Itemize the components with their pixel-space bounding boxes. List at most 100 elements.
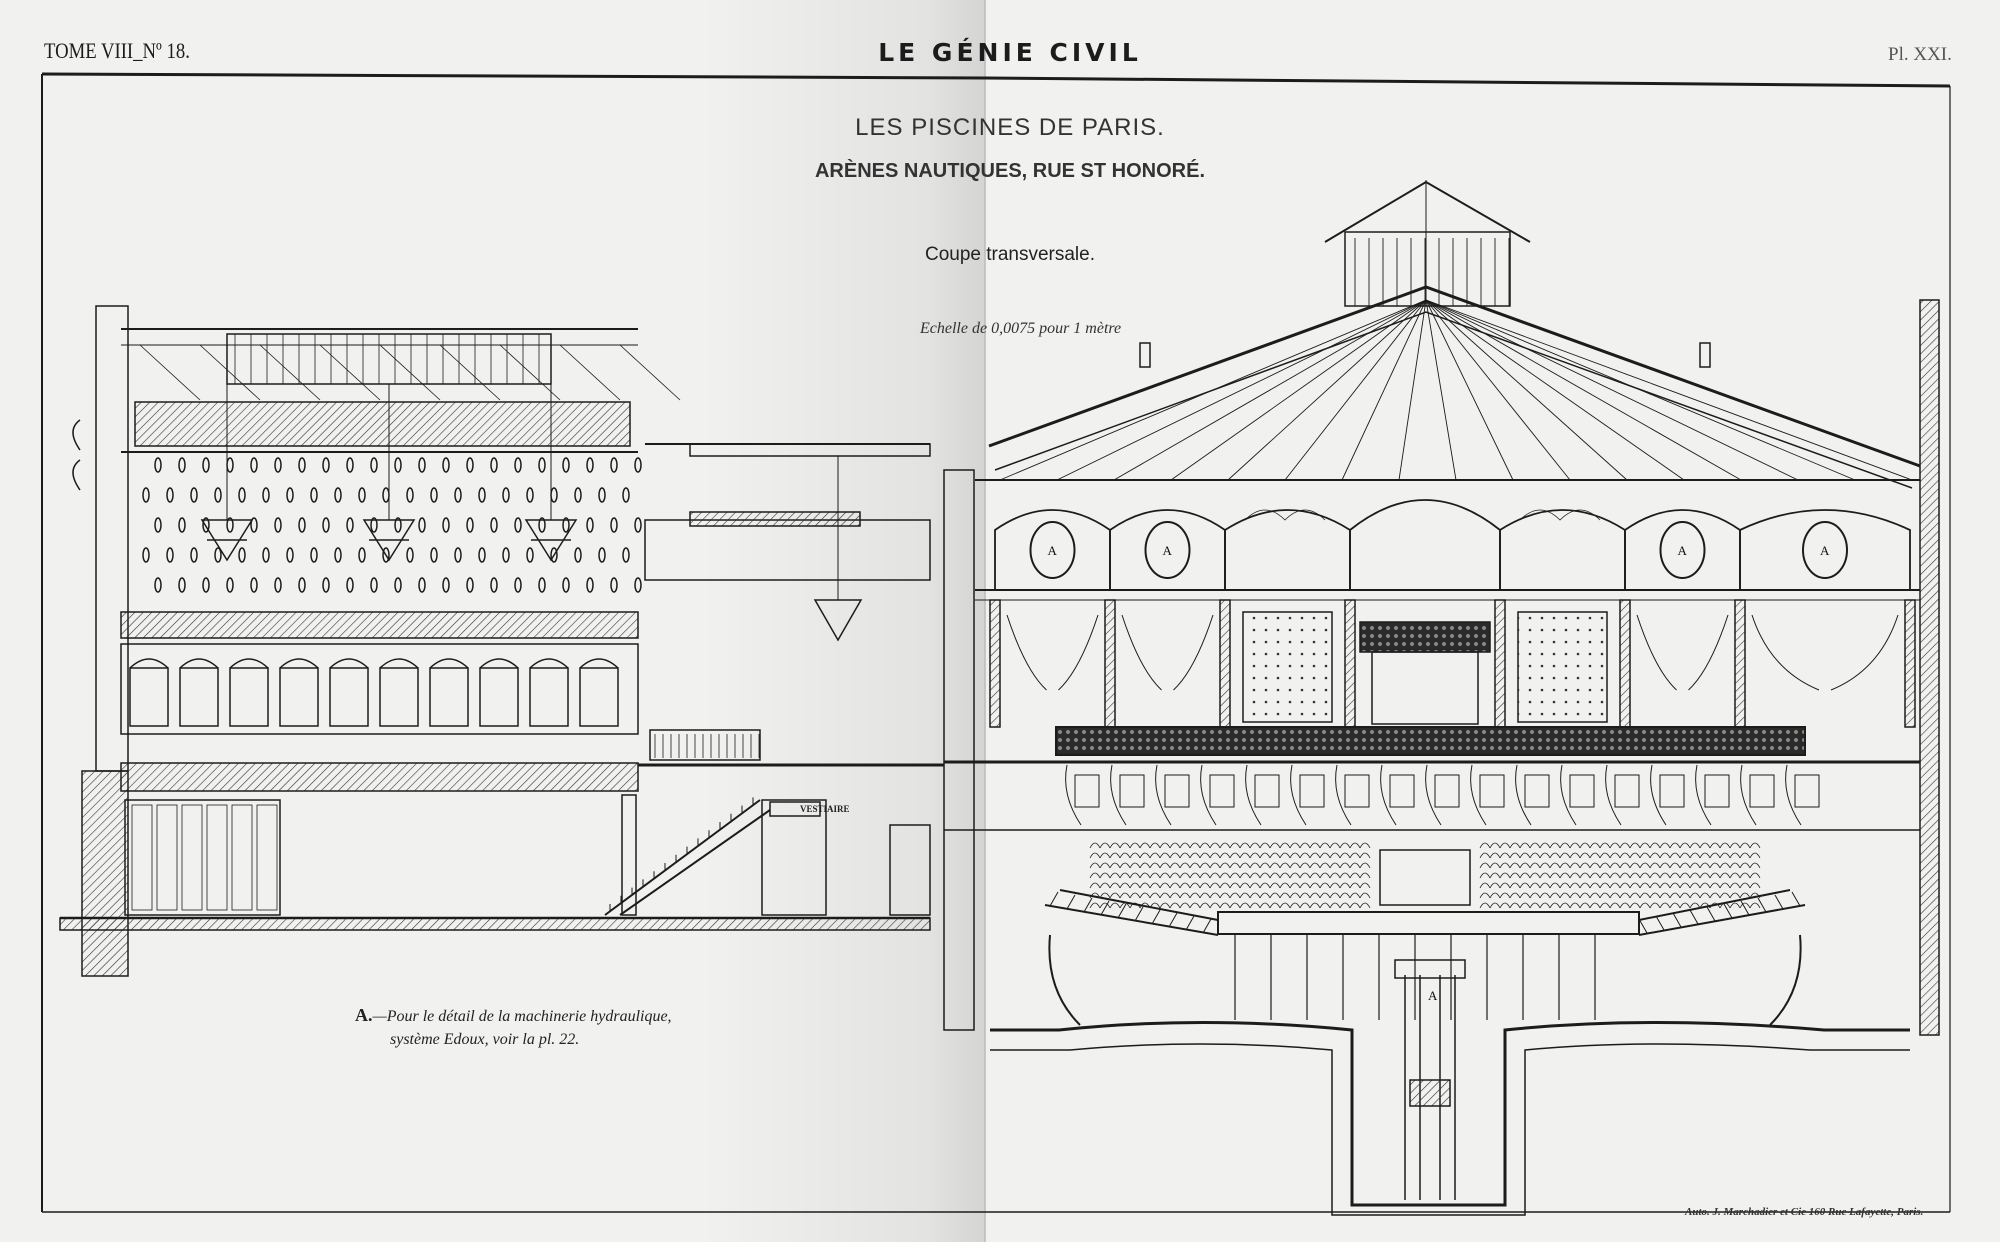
seat	[1659, 862, 1671, 869]
seat	[1749, 882, 1761, 889]
seat	[1199, 852, 1211, 859]
seat	[1329, 882, 1341, 889]
seat	[1499, 842, 1511, 849]
seat	[1489, 902, 1501, 909]
seat	[1299, 902, 1311, 909]
wall-ornament	[178, 457, 186, 473]
seat	[1119, 882, 1131, 889]
seat	[1489, 862, 1501, 869]
vestiaire-sign	[769, 801, 821, 817]
medallion-marker: A	[1048, 543, 1058, 558]
seat	[1499, 882, 1511, 889]
seat	[1149, 882, 1161, 889]
twisted-column	[1344, 599, 1356, 728]
seat	[1699, 862, 1711, 869]
wall-ornament	[394, 517, 402, 533]
seat	[1579, 872, 1591, 879]
seat	[1309, 892, 1321, 899]
wall-ornament	[514, 457, 522, 473]
seat	[1499, 902, 1511, 909]
seat	[1529, 902, 1541, 909]
seat	[1609, 882, 1621, 889]
seat	[1679, 862, 1691, 869]
wall-ornament	[190, 487, 198, 503]
central-box	[1379, 849, 1471, 906]
seat	[1629, 892, 1641, 899]
seat	[1229, 862, 1241, 869]
machinery-valve	[1409, 1079, 1451, 1107]
seat	[1359, 882, 1371, 889]
seat	[1179, 882, 1191, 889]
arcade-arch	[1499, 509, 1626, 590]
seat	[1679, 872, 1691, 879]
truss-web	[1100, 900, 1110, 916]
left-floor	[120, 762, 639, 792]
truss-web	[1672, 912, 1682, 928]
curtain	[1751, 614, 1899, 691]
truss-web	[1638, 918, 1648, 934]
arcade-arch	[1349, 499, 1501, 590]
seat	[1339, 902, 1351, 909]
seat	[1319, 852, 1331, 859]
roof-rafter	[1113, 299, 1427, 481]
wall-ornament	[202, 457, 210, 473]
seat	[1249, 882, 1261, 889]
seat	[1299, 862, 1311, 869]
seat	[1539, 902, 1551, 909]
seat	[1239, 902, 1251, 909]
wall-ornament	[274, 577, 282, 593]
roof-vent	[1699, 342, 1711, 368]
seat	[1619, 872, 1631, 879]
seat	[1639, 842, 1651, 849]
seat	[1149, 862, 1161, 869]
twisted-column	[1904, 599, 1916, 728]
seat	[1659, 852, 1671, 859]
seat	[1609, 852, 1621, 859]
door-panel	[131, 804, 153, 911]
seat	[1099, 862, 1111, 869]
seat	[1729, 882, 1741, 889]
wall-ornament	[202, 517, 210, 533]
seat	[1139, 852, 1151, 859]
seat	[1579, 882, 1591, 889]
seat	[1479, 902, 1491, 909]
seat	[1609, 862, 1621, 869]
left-foundation	[81, 770, 129, 977]
wall-ornament	[262, 547, 270, 563]
seat	[1329, 902, 1341, 909]
wall-ornament	[610, 517, 618, 533]
truss-web	[1740, 900, 1750, 916]
seat	[1269, 852, 1281, 859]
roof-rafter	[1341, 299, 1427, 481]
seat	[1599, 892, 1611, 899]
seat	[1729, 872, 1741, 879]
seat	[1319, 892, 1331, 899]
truss-web	[1791, 891, 1801, 907]
console-bracket	[1515, 764, 1532, 826]
wall-ornament	[454, 487, 462, 503]
seat	[1519, 882, 1531, 889]
seat	[1219, 892, 1231, 899]
seat	[1199, 842, 1211, 849]
seat	[1179, 892, 1191, 899]
seat	[1289, 862, 1301, 869]
seat	[1299, 852, 1311, 859]
volume-number: TOME VIII_Nº 18.	[44, 38, 190, 63]
seat	[1229, 882, 1241, 889]
seat	[1639, 882, 1651, 889]
wall-ornament	[526, 547, 534, 563]
seat	[1219, 872, 1231, 879]
seat	[1229, 892, 1241, 899]
seat	[1669, 852, 1681, 859]
roof-tie	[379, 344, 441, 401]
wall-ornament	[394, 457, 402, 473]
seat	[1649, 872, 1661, 879]
chandelier	[813, 599, 863, 642]
truss-web	[1723, 903, 1733, 919]
medallion-marker: A	[1820, 543, 1830, 558]
gallery-door	[1299, 774, 1325, 808]
seat	[1119, 872, 1131, 879]
seat	[1659, 872, 1671, 879]
roof-vent	[1139, 342, 1151, 368]
